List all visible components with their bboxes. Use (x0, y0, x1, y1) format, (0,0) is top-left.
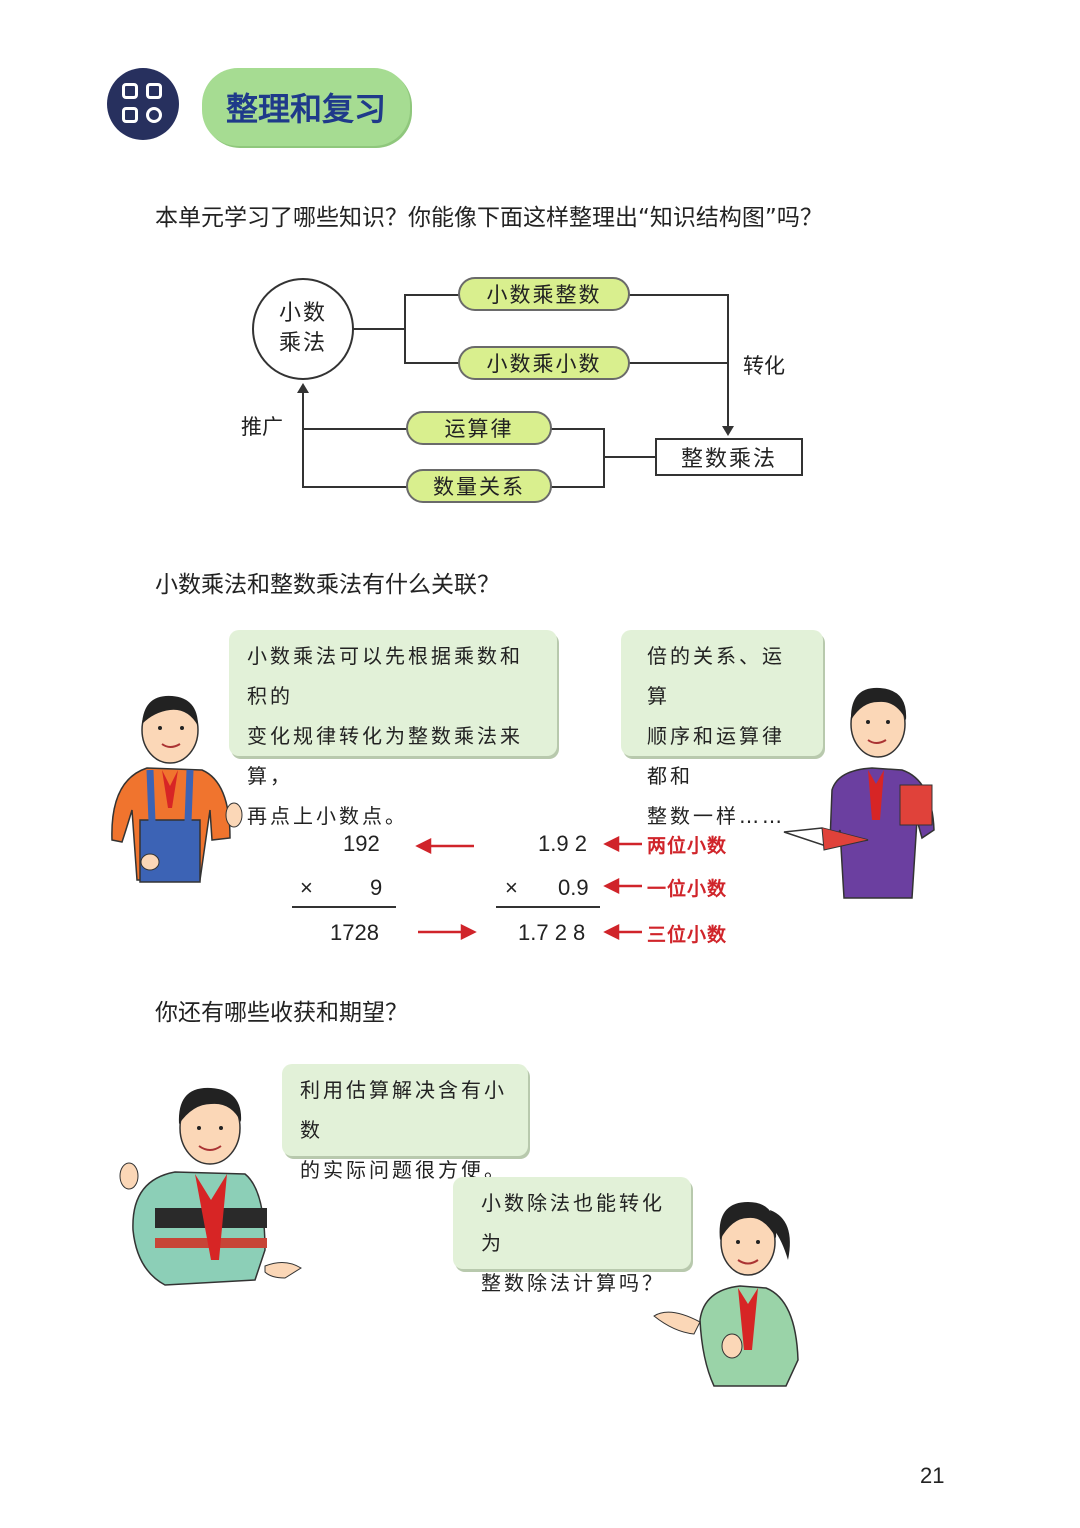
bubble-1-line-2: 变化规律转化为整数乘法来算， (247, 724, 523, 788)
arrow-up-icon (297, 383, 309, 393)
grid-icon (107, 68, 179, 140)
transform-label: 转化 (743, 354, 785, 378)
bubble-4-line-2: 整数除法计算吗？ (481, 1271, 665, 1295)
bubble-1-line-3: 再点上小数点。 (247, 804, 408, 828)
arrow-left-icon (603, 835, 620, 853)
quantity-relations-node: 数量关系 (406, 469, 552, 503)
page-number: 21 (920, 1463, 945, 1488)
calc-right-result: 1.7 2 8 (518, 920, 586, 945)
calc-left-times: × (300, 875, 313, 900)
annotation-one-decimal: 一位小数 (647, 878, 728, 900)
center-line-1: 小数 (278, 301, 327, 326)
bubble-2-line-3: 整数一样…… (647, 804, 785, 828)
arrow-left-icon (415, 837, 432, 855)
arrow-left-icon (603, 923, 620, 941)
speech-bubble-2: 倍的关系、运算 顺序和运算律都和 整数一样…… (621, 630, 823, 828)
generalize-label: 推广 (241, 415, 283, 439)
question-gains: 你还有哪些收获和期望？ (155, 1000, 408, 1026)
calc-right-rule (496, 906, 600, 908)
arrow-left-icon (603, 877, 620, 895)
bubble-4-line-1: 小数除法也能转化为 (481, 1191, 665, 1255)
bubble-3-line-1: 利用估算解决含有小数 (300, 1078, 507, 1142)
speech-bubble-4: 小数除法也能转化为 整数除法计算吗？ (453, 1177, 691, 1295)
arrow-down-icon (722, 426, 734, 436)
arrow-right-icon (460, 923, 477, 941)
calc-left-result: 1728 (330, 920, 379, 945)
question-knowledge-structure: 本单元学习了哪些知识？你能像下面这样整理出“知识结构图”吗？ (155, 205, 823, 231)
calc-right-times: × (505, 875, 518, 900)
question-relation: 小数乘法和整数乘法有什么关联？ (155, 572, 500, 598)
bubble-2-line-1: 倍的关系、运算 (647, 644, 785, 708)
page-title: 整理和复习 (202, 68, 410, 146)
operation-laws-node: 运算律 (406, 411, 552, 445)
decimal-multiplication-node: 小数 乘法 (252, 278, 354, 380)
boy-illustration-3 (119, 1087, 302, 1286)
decimal-times-decimal-node: 小数乘小数 (458, 346, 630, 380)
bubble-2-line-2: 顺序和运算律都和 (647, 724, 785, 788)
bubble-1-line-1: 小数乘法可以先根据乘数和积的 (247, 644, 523, 708)
calc-left-rule (292, 906, 396, 908)
annotation-two-decimals: 两位小数 (647, 835, 728, 857)
girl-illustration (653, 1202, 799, 1387)
integer-multiplication-node: 整数乘法 (655, 438, 803, 476)
center-line-2: 乘法 (278, 331, 327, 356)
calc-right-multiplier: 0.9 (558, 875, 589, 900)
calc-left-multiplier: 9 (370, 875, 383, 900)
speech-bubble-1: 小数乘法可以先根据乘数和积的 变化规律转化为整数乘法来算， 再点上小数点。 (229, 630, 557, 828)
calc-right-top: 1.9 2 (538, 831, 587, 856)
speech-bubble-3: 利用估算解决含有小数 的实际问题很方便。 (282, 1064, 528, 1182)
boy-illustration-1 (111, 695, 243, 883)
decimal-times-integer-node: 小数乘整数 (458, 277, 630, 311)
calc-left-top: 192 (343, 831, 380, 856)
red-arrows (415, 835, 642, 941)
boy-illustration-2 (783, 687, 935, 899)
annotation-three-decimals: 三位小数 (647, 924, 728, 946)
